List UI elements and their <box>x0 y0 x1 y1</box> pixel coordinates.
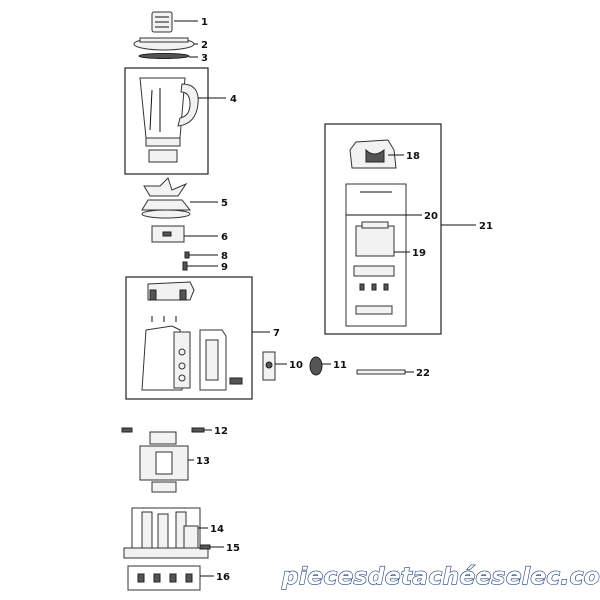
part-16-feet <box>127 565 201 591</box>
leader-lines <box>174 20 476 577</box>
callout-12: 12 <box>214 426 228 437</box>
callout-11: 11 <box>333 360 347 371</box>
callout-18: 18 <box>406 151 420 162</box>
part-4-frame <box>124 67 209 175</box>
part-7-frame <box>125 276 253 400</box>
callout-13: 13 <box>196 456 210 467</box>
callout-4: 4 <box>230 94 237 105</box>
callout-3: 3 <box>201 53 208 64</box>
callout-22: 22 <box>416 368 430 379</box>
part-5-blade <box>141 177 192 219</box>
callout-15: 15 <box>226 543 240 554</box>
part-4-jar <box>139 77 199 163</box>
part-10-switch <box>262 351 276 381</box>
part-9-pin <box>182 261 188 271</box>
callout-21: 21 <box>479 221 493 232</box>
callout-16: 16 <box>216 572 230 583</box>
callout-14: 14 <box>210 524 224 535</box>
part-18-cover <box>349 139 397 169</box>
callout-9: 9 <box>221 262 228 273</box>
part-8-pin <box>184 251 190 259</box>
watermark-text: piecesdetachéeselec.com <box>281 564 600 590</box>
callout-10: 10 <box>289 360 303 371</box>
part-21-frame <box>324 123 442 335</box>
part-1-lid-cap <box>151 11 173 33</box>
callout-8: 8 <box>221 251 228 262</box>
part-21-motor-board <box>345 183 407 327</box>
callout-6: 6 <box>221 232 228 243</box>
part-2-lid <box>133 37 195 51</box>
part-22-rod <box>356 369 406 375</box>
part-11-knob <box>309 356 323 376</box>
part-14-base <box>123 507 209 559</box>
part-6-coupling <box>151 225 185 243</box>
callout-20: 20 <box>424 211 438 222</box>
callout-2: 2 <box>201 40 208 51</box>
part-7-base-housing <box>141 281 243 391</box>
part-15-screw <box>199 544 211 550</box>
part-3-seal <box>138 53 190 59</box>
callout-1: 1 <box>201 17 208 28</box>
callout-5: 5 <box>221 198 228 209</box>
part-13-motor <box>139 431 189 493</box>
callout-7: 7 <box>273 328 280 339</box>
part-12-spring <box>121 427 205 433</box>
callout-19: 19 <box>412 248 426 259</box>
